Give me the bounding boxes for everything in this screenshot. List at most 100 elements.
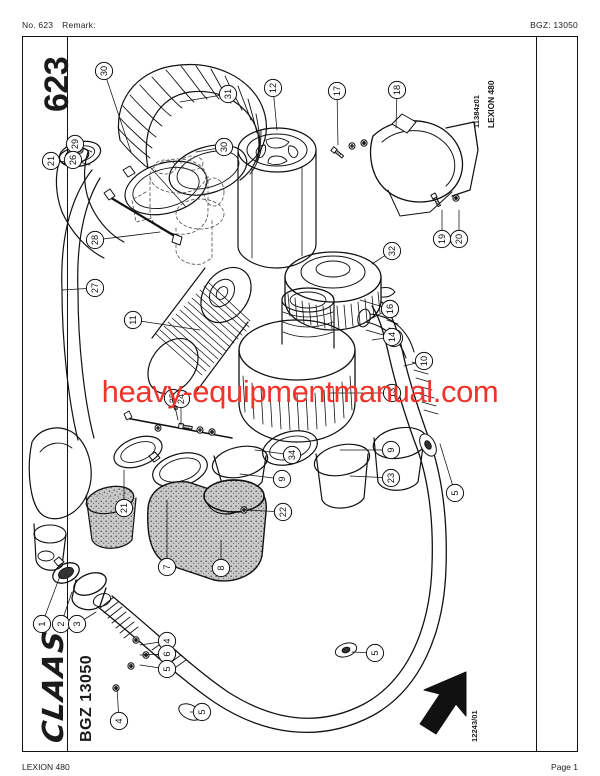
callout-label: 5 xyxy=(450,490,460,495)
callout-label: 21 xyxy=(119,503,129,513)
remark-label: Remark: xyxy=(62,20,96,30)
callout-bubble-30[interactable]: 30 xyxy=(214,137,234,157)
callout-bubble-27[interactable]: 27 xyxy=(85,278,105,298)
callout-label: 17 xyxy=(332,86,342,96)
callout-label: 22 xyxy=(278,507,288,517)
callout-label: 23 xyxy=(386,473,396,483)
callout-bubble-16[interactable]: 16 xyxy=(380,299,400,319)
callout-label: 12 xyxy=(268,83,278,93)
callout-bubble-4[interactable]: 4 xyxy=(109,711,129,731)
callout-label: 8 xyxy=(216,565,226,570)
callout-bubble-28[interactable]: 28 xyxy=(85,230,105,250)
part-sleeve-23 xyxy=(313,443,371,509)
callout-bubble-8[interactable]: 8 xyxy=(211,558,231,578)
callout-label: 27 xyxy=(90,283,100,293)
callout-bubble-2[interactable]: 2 xyxy=(51,614,71,634)
callout-layer: 3031301217182921261920282732331611351410… xyxy=(32,61,469,731)
callout-label: 34 xyxy=(287,450,297,460)
callout-bubble-11[interactable]: 11 xyxy=(123,310,143,330)
callout-label: 9 xyxy=(277,476,287,481)
part-connector-assembly xyxy=(52,556,112,611)
callout-label: 18 xyxy=(392,85,402,95)
part-air-filter-housing xyxy=(237,127,317,269)
callout-leader-30 xyxy=(103,70,132,153)
callout-label: 4 xyxy=(114,718,124,723)
callout-label: 9 xyxy=(386,447,396,452)
callout-bubble-19[interactable]: 19 xyxy=(432,229,452,249)
callout-bubble-22[interactable]: 22 xyxy=(273,502,293,522)
callout-label: 10 xyxy=(419,356,429,366)
part-hose-clamp-left xyxy=(122,160,208,216)
callout-label: 5 xyxy=(370,650,380,655)
callout-bubble-32[interactable]: 32 xyxy=(382,241,402,261)
callout-bubble-9[interactable]: 9 xyxy=(381,440,401,460)
callout-label: 13 xyxy=(387,388,397,398)
callout-label: 24 xyxy=(176,394,186,404)
callout-bubble-26[interactable]: 26 xyxy=(63,150,83,170)
callout-bubble-1[interactable]: 1 xyxy=(32,614,52,634)
callout-bubble-12[interactable]: 12 xyxy=(263,78,283,98)
callout-bubble-17[interactable]: 17 xyxy=(327,81,347,101)
callout-bubble-9[interactable]: 9 xyxy=(272,469,292,489)
part-long-duct xyxy=(61,169,101,441)
callout-label: 1 xyxy=(37,621,47,626)
callout-label: 26 xyxy=(68,155,78,165)
callout-label: 16 xyxy=(385,304,395,314)
callout-bubble-10[interactable]: 10 xyxy=(414,351,434,371)
frame-left-divider xyxy=(67,37,68,751)
callout-bubble-4[interactable]: 4 xyxy=(157,631,177,651)
part-long-bolts xyxy=(123,395,233,439)
callout-label: 19 xyxy=(437,234,447,244)
part-rod xyxy=(103,188,183,246)
callout-bubble-34[interactable]: 34 xyxy=(282,445,302,465)
footer-model: LEXION 480 xyxy=(22,762,70,772)
callout-bubble-21[interactable]: 21 xyxy=(114,498,134,518)
callout-bubble-5[interactable]: 5 xyxy=(157,659,177,679)
callout-label: 30 xyxy=(219,142,229,152)
callout-bubble-23[interactable]: 23 xyxy=(381,468,401,488)
callout-bubble-21[interactable]: 21 xyxy=(41,151,61,171)
callout-leader-11 xyxy=(132,319,201,331)
callout-label: 7 xyxy=(162,564,172,569)
callout-bubble-7[interactable]: 7 xyxy=(157,557,177,577)
callout-label: 2 xyxy=(56,621,66,626)
footer-page: Page 1 xyxy=(551,762,578,772)
part-engine-phantom xyxy=(131,155,225,265)
callout-bubble-13[interactable]: 13 xyxy=(382,383,402,403)
callout-label: 5 xyxy=(197,709,207,714)
plate-no-label: No. 623 xyxy=(22,20,54,30)
callout-label: 4 xyxy=(162,638,172,643)
part-precleaner-body xyxy=(147,479,267,582)
frame-inner xyxy=(23,37,577,751)
part-filter-element-11 xyxy=(147,266,252,395)
callout-bubble-5[interactable]: 5 xyxy=(445,483,465,503)
callout-bubble-24[interactable]: 24 xyxy=(171,389,191,409)
callout-label: 11 xyxy=(128,315,138,325)
callout-label: 5 xyxy=(162,666,172,671)
callout-label: 28 xyxy=(90,235,100,245)
callout-bubble-18[interactable]: 18 xyxy=(387,80,407,100)
callout-bubble-5[interactable]: 5 xyxy=(192,702,212,722)
callout-bubble-31[interactable]: 31 xyxy=(218,84,238,104)
callout-label: 14 xyxy=(387,332,397,342)
callout-bubble-29[interactable]: 29 xyxy=(65,134,85,154)
callout-label: 6 xyxy=(162,651,172,656)
callout-leader-28 xyxy=(94,231,161,241)
header-bgz: BGZ: 13050 xyxy=(530,20,578,30)
callout-bubble-20[interactable]: 20 xyxy=(449,229,469,249)
callout-bubble-3[interactable]: 3 xyxy=(67,614,87,634)
frame-right-divider xyxy=(536,37,537,751)
callout-bubble-5[interactable]: 5 xyxy=(365,643,385,663)
travel-direction-arrow xyxy=(419,671,467,735)
callout-label: 20 xyxy=(454,234,464,244)
callout-bubble-14[interactable]: 14 xyxy=(382,327,402,347)
part-lower-left-cone xyxy=(28,427,92,571)
part-clamp-21b xyxy=(113,435,163,469)
callout-label: 29 xyxy=(70,139,80,149)
callout-bubble-30[interactable]: 30 xyxy=(94,61,114,81)
drawing-frame xyxy=(22,36,578,752)
part-intake-elbow xyxy=(370,113,479,217)
callout-label: 3 xyxy=(72,621,82,626)
